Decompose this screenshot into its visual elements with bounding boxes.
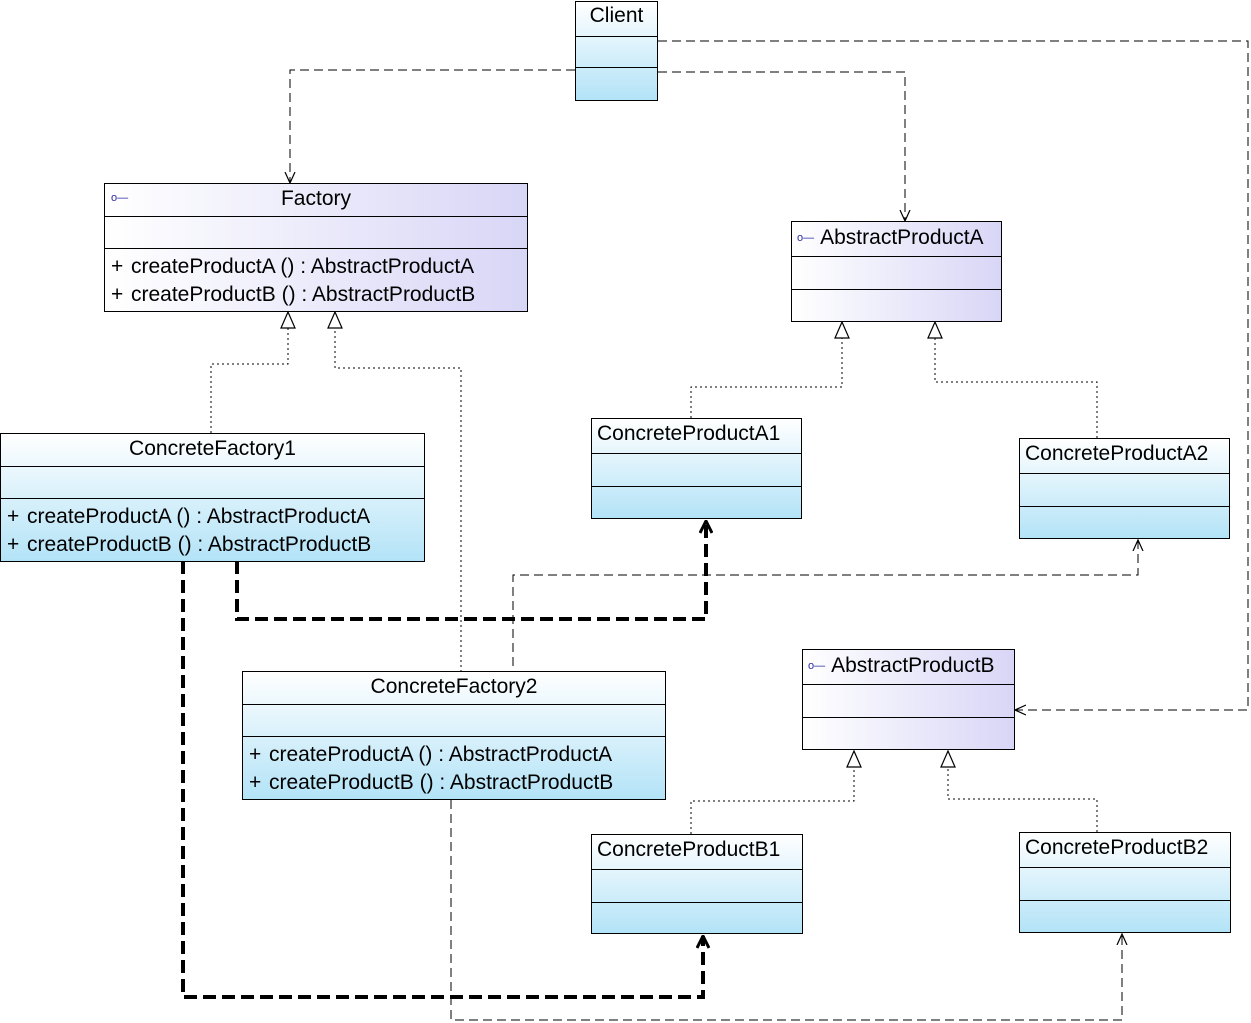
operations-compartment xyxy=(592,902,802,933)
attributes-compartment xyxy=(592,869,802,902)
realization-concreteproductb1-abstractproductb xyxy=(690,751,854,834)
class-factory[interactable]: o— Factory +createProductA () : Abstract… xyxy=(104,183,528,312)
interface-icon: o— xyxy=(797,232,815,244)
class-concrete-factory-1[interactable]: ConcreteFactory1 +createProductA () : Ab… xyxy=(0,433,425,562)
operations-compartment xyxy=(576,67,657,100)
interface-icon: o— xyxy=(111,192,129,204)
operations-compartment xyxy=(592,486,801,518)
operation-item: +createProductB () : AbstractProductB xyxy=(7,533,372,556)
class-name: ConcreteFactory2 xyxy=(370,675,538,698)
operations-compartment xyxy=(792,289,1001,321)
class-concrete-factory-1-name-compartment: ConcreteFactory1 xyxy=(1,434,424,466)
attributes-compartment xyxy=(576,36,657,67)
class-abstract-product-a-name-compartment: o— AbstractProductA xyxy=(792,222,1001,256)
class-abstract-product-b-name-compartment: o— AbstractProductB xyxy=(803,650,1014,684)
class-name: ConcreteProductA2 xyxy=(1025,442,1209,465)
class-name: ConcreteProductB2 xyxy=(1025,836,1209,859)
class-factory-name-compartment: o— Factory xyxy=(105,184,527,216)
class-abstract-product-a[interactable]: o— AbstractProductA xyxy=(791,221,1002,322)
class-concrete-product-a2-name-compartment: ConcreteProductA2 xyxy=(1020,439,1229,473)
realization-concretefactory1-factory xyxy=(210,312,288,433)
class-name: ConcreteProductA1 xyxy=(597,422,781,445)
attributes-compartment xyxy=(792,256,1001,289)
class-concrete-product-b2[interactable]: ConcreteProductB2 xyxy=(1019,832,1231,933)
class-name: ConcreteFactory1 xyxy=(129,437,296,460)
class-client-name-compartment: Client xyxy=(576,2,657,36)
operation-item: +createProductB () : AbstractProductB xyxy=(249,771,614,794)
operation-item: +createProductA () : AbstractProductA xyxy=(7,505,371,528)
class-name: Client xyxy=(589,4,644,27)
realization-concretefactory2-factory xyxy=(335,312,462,672)
class-name: AbstractProductA xyxy=(820,226,984,249)
class-name: Factory xyxy=(280,187,351,210)
realization-concreteproductb2-abstractproductb xyxy=(948,751,1098,832)
operation-item: +createProductA () : AbstractProductA xyxy=(249,743,613,766)
operations-compartment xyxy=(1020,900,1230,932)
attributes-compartment xyxy=(592,453,801,486)
class-concrete-product-b1-name-compartment: ConcreteProductB1 xyxy=(592,835,802,869)
interface-icon: o— xyxy=(808,660,826,672)
dependency-concretefactory1-concreteproducta1 xyxy=(235,521,706,621)
attributes-compartment xyxy=(1,466,424,498)
realization-concreteproducta1-abstractproducta xyxy=(690,322,842,418)
operations-compartment: +createProductA () : AbstractProductA +c… xyxy=(105,248,527,311)
attributes-compartment xyxy=(1020,867,1230,900)
class-concrete-factory-2-name-compartment: ConcreteFactory2 xyxy=(243,672,665,704)
operations-compartment: +createProductA () : AbstractProductA +c… xyxy=(243,736,665,799)
operation-item: +createProductB () : AbstractProductB xyxy=(111,283,476,306)
attributes-compartment xyxy=(1020,473,1229,506)
class-concrete-product-b2-name-compartment: ConcreteProductB2 xyxy=(1020,833,1230,867)
operation-item: +createProductA () : AbstractProductA xyxy=(111,255,475,278)
class-client[interactable]: Client xyxy=(575,1,658,101)
operations-compartment: +createProductA () : AbstractProductA +c… xyxy=(1,498,424,561)
operations-compartment xyxy=(803,717,1014,749)
dependency-concretefactory2-concreteproducta2 xyxy=(512,540,1138,666)
class-name: ConcreteProductB1 xyxy=(597,838,781,861)
class-concrete-factory-2[interactable]: ConcreteFactory2 +createProductA () : Ab… xyxy=(242,671,666,800)
class-concrete-product-a2[interactable]: ConcreteProductA2 xyxy=(1019,438,1230,539)
class-concrete-product-a1-name-compartment: ConcreteProductA1 xyxy=(592,419,801,453)
dependency-client-factory xyxy=(290,69,575,183)
attributes-compartment xyxy=(803,684,1014,717)
attributes-compartment xyxy=(105,216,527,248)
operations-compartment xyxy=(1020,506,1229,538)
class-abstract-product-b[interactable]: o— AbstractProductB xyxy=(802,649,1015,750)
class-concrete-product-a1[interactable]: ConcreteProductA1 xyxy=(591,418,802,519)
dependency-client-abstractproducta xyxy=(658,71,905,221)
realization-concreteproducta2-abstractproducta xyxy=(935,322,1098,438)
dependency-concretefactory1-concreteproductb1 xyxy=(181,561,703,999)
attributes-compartment xyxy=(243,704,665,736)
class-name: AbstractProductB xyxy=(831,654,995,677)
dependency-client-abstractproductb xyxy=(658,40,1249,710)
class-concrete-product-b1[interactable]: ConcreteProductB1 xyxy=(591,834,803,934)
